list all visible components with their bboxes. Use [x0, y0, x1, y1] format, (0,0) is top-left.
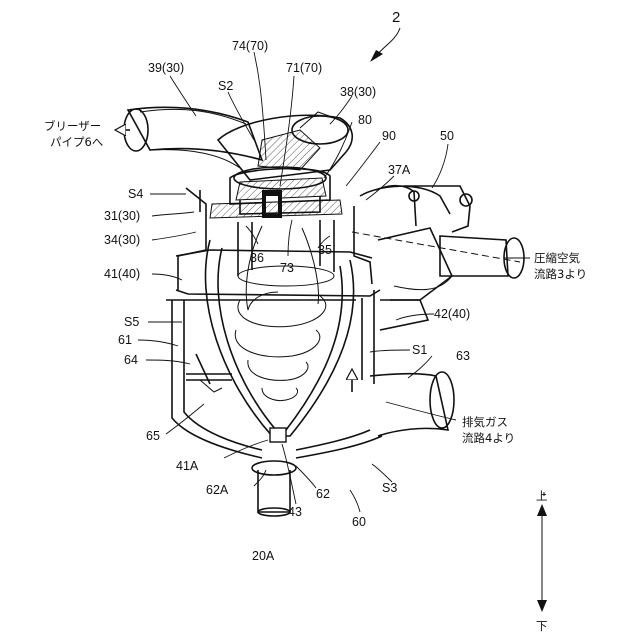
- compressed-air-note-line1: 圧縮空気: [534, 251, 580, 265]
- exhaust-note-line2: 流路4より: [462, 431, 515, 445]
- label-41a: 41A: [176, 459, 199, 473]
- label-37a: 37A: [388, 163, 411, 177]
- label-80: 80: [358, 113, 372, 127]
- cyclone-cone: [205, 226, 353, 442]
- label-35: 35: [318, 243, 332, 257]
- label-20a: 20A: [252, 549, 275, 563]
- label-s4: S4: [128, 187, 143, 201]
- label-62: 62: [316, 487, 330, 501]
- breather-pipe: [124, 107, 262, 168]
- part-labels: 39(30) 74(70) S2 71(70) 38(30) 80 90 50 …: [104, 39, 470, 563]
- compressed-air-note-line2: 流路3より: [534, 267, 587, 281]
- exhaust-inlet-pipe: [370, 372, 454, 436]
- label-62a: 62A: [206, 483, 229, 497]
- valve-assembly: [210, 167, 342, 218]
- label-90: 90: [382, 129, 396, 143]
- label-s2: S2: [218, 79, 233, 93]
- label-60: 60: [352, 515, 366, 529]
- figure-number-leader: [376, 28, 400, 56]
- figure-number-arrowhead: [370, 50, 383, 62]
- vertical-direction-indicator: 上 下: [536, 489, 548, 633]
- label-64: 64: [124, 353, 138, 367]
- label-39-30: 39(30): [148, 61, 184, 75]
- label-71-70: 71(70): [286, 61, 322, 75]
- breather-note-line2: パイプ6へ: [50, 135, 103, 149]
- label-61: 61: [118, 333, 132, 347]
- direction-down-label: 下: [536, 619, 548, 633]
- label-43: 43: [288, 505, 302, 519]
- direction-up-label: 上: [536, 489, 548, 503]
- label-74-70: 74(70): [232, 39, 268, 53]
- label-42-40: 42(40): [434, 307, 470, 321]
- label-34-30: 34(30): [104, 233, 140, 247]
- label-63: 63: [456, 349, 470, 363]
- label-50: 50: [440, 129, 454, 143]
- figure-number: 2: [392, 9, 400, 26]
- flow-notes: ブリーザー パイプ6へ 圧縮空気 流路3より 排気ガス 流路4より: [44, 119, 587, 445]
- label-36: 36: [250, 251, 264, 265]
- label-41-40: 41(40): [104, 267, 140, 281]
- exhaust-note-line1: 排気ガス: [462, 415, 508, 429]
- label-s5: S5: [124, 315, 139, 329]
- label-s3: S3: [382, 481, 397, 495]
- label-65: 65: [146, 429, 160, 443]
- breather-note-line1: ブリーザー: [44, 119, 101, 133]
- label-73: 73: [280, 261, 294, 275]
- figure-number-group: 2: [370, 9, 400, 62]
- label-38-30: 38(30): [340, 85, 376, 99]
- label-31-30: 31(30): [104, 209, 140, 223]
- label-s1: S1: [412, 343, 427, 357]
